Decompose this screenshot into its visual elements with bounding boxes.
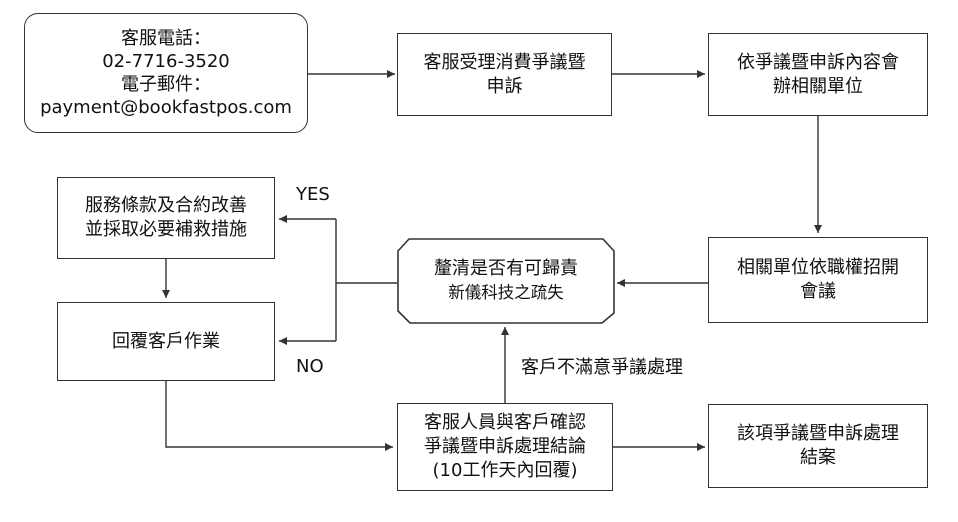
step-meeting-box: 相關單位依職權招開 會議 bbox=[708, 237, 928, 323]
clarify-card-shape bbox=[397, 238, 615, 324]
step-close-line2: 結案 bbox=[800, 447, 836, 468]
no-label: NO bbox=[296, 356, 324, 377]
contact-email-address: payment@bookfastpos.com bbox=[40, 97, 292, 118]
step-meeting-line2: 會議 bbox=[800, 281, 836, 302]
step-assign-line2: 辦相關單位 bbox=[773, 75, 863, 97]
arrow-reply-to-confirm bbox=[165, 381, 393, 451]
step-confirm-line1: 客服人員與客戶確認 bbox=[424, 412, 586, 433]
step-improve-line1: 服務條款及合約改善 bbox=[85, 195, 247, 216]
step-meeting-line1: 相關單位依職權招開 bbox=[737, 257, 899, 278]
step-reply-line1: 回覆客戶作業 bbox=[112, 330, 220, 352]
step-accept-line2: 申訴 bbox=[486, 75, 523, 97]
step-confirm-line3: (10工作天內回覆) bbox=[432, 460, 578, 481]
contact-email-label: 電子郵件： bbox=[121, 74, 211, 95]
contact-phone-number: 02-7716-3520 bbox=[102, 51, 230, 72]
contact-phone-label: 客服電話： bbox=[121, 28, 211, 49]
step-confirm-line2: 爭議暨申訴處理結論 bbox=[424, 436, 586, 457]
step-close-line1: 該項爭議暨申訴處理 bbox=[737, 423, 899, 444]
step-improve-line2: 並採取必要補救措施 bbox=[85, 219, 247, 240]
step-clarify-line2: 新儀科技之疏失 bbox=[448, 283, 564, 302]
yes-label: YES bbox=[296, 184, 330, 205]
step-accept-box: 客服受理消費爭議暨 申訴 bbox=[397, 33, 612, 116]
contact-info-box: 客服電話： 02-7716-3520 電子郵件： payment@bookfas… bbox=[24, 13, 308, 133]
step-improve-box: 服務條款及合約改善 並採取必要補救措施 bbox=[57, 177, 275, 259]
step-reply-box: 回覆客戶作業 bbox=[57, 302, 275, 381]
step-assign-line1: 依爭議暨申訴內容會 bbox=[737, 51, 899, 73]
step-clarify-box: 釐清是否有可歸責 新儀科技之疏失 bbox=[398, 239, 614, 323]
step-accept-line1: 客服受理消費爭議暨 bbox=[423, 51, 586, 73]
step-assign-box: 依爭議暨申訴內容會 辦相關單位 bbox=[708, 33, 928, 116]
step-clarify-line1: 釐清是否有可歸責 bbox=[434, 258, 578, 279]
step-close-box: 該項爭議暨申訴處理 結案 bbox=[708, 404, 928, 488]
unsatisfied-label: 客戶不滿意爭議處理 bbox=[521, 357, 683, 378]
step-confirm-box: 客服人員與客戶確認 爭議暨申訴處理結論 (10工作天內回覆) bbox=[397, 403, 613, 491]
